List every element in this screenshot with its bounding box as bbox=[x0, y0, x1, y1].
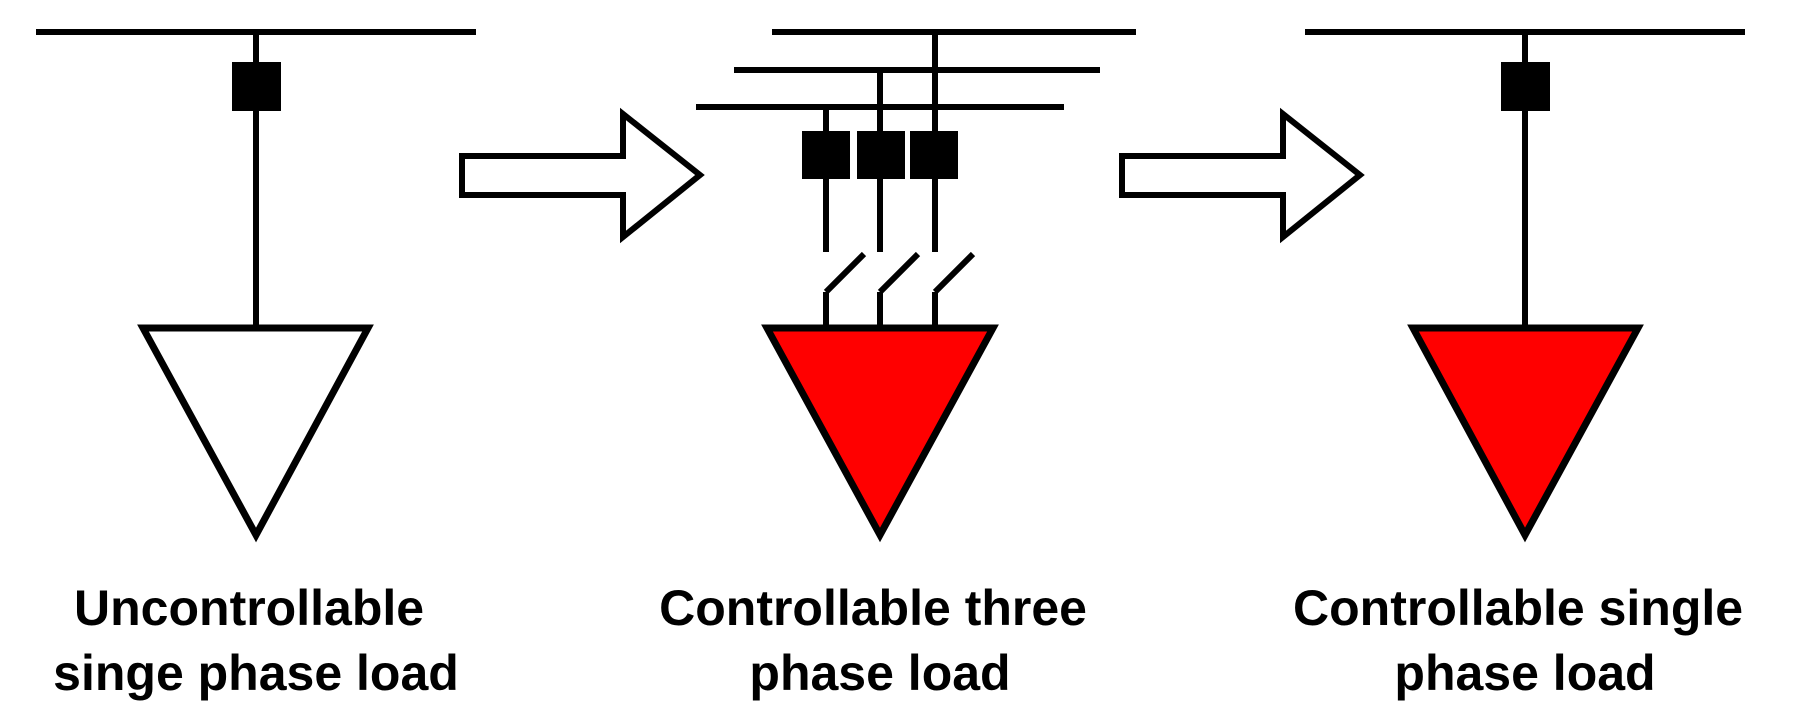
panel-uncontrollable-single-phase: Uncontrollable singe phase load bbox=[36, 29, 476, 701]
circuit-breaker-icon bbox=[232, 62, 281, 111]
load-triangle-icon bbox=[1407, 324, 1644, 543]
panel-controllable-single-phase: Controllable single phase load bbox=[1293, 29, 1757, 701]
panel-label: Uncontrollable singe phase load bbox=[53, 580, 459, 701]
panel-label: Controllable single phase load bbox=[1293, 580, 1757, 701]
hollow-right-arrow-icon bbox=[459, 107, 705, 244]
switch-icon bbox=[932, 251, 976, 328]
circuit-breaker-icon bbox=[910, 131, 958, 179]
panel-label-line-1: Uncontrollable bbox=[74, 580, 424, 636]
panel-controllable-three-phase: Controllable three phase load bbox=[659, 29, 1136, 701]
circuit-breaker-icon bbox=[857, 131, 905, 179]
panel-label-line-1: Controllable single bbox=[1293, 580, 1743, 636]
switch-icon bbox=[823, 251, 867, 328]
panel-label-line-1: Controllable three bbox=[659, 580, 1087, 636]
switch-icon bbox=[877, 251, 921, 328]
panel-label: Controllable three phase load bbox=[659, 580, 1101, 701]
circuit-breaker-icon bbox=[1501, 62, 1550, 111]
panel-label-line-2: singe phase load bbox=[53, 645, 459, 701]
load-triangle-icon bbox=[761, 324, 999, 543]
panel-label-line-2: phase load bbox=[1394, 645, 1655, 701]
load-triangle-icon bbox=[137, 324, 374, 543]
circuit-breaker-icon bbox=[802, 131, 850, 179]
hollow-right-arrow-icon bbox=[1119, 107, 1365, 244]
panel-label-line-2: phase load bbox=[749, 645, 1010, 701]
